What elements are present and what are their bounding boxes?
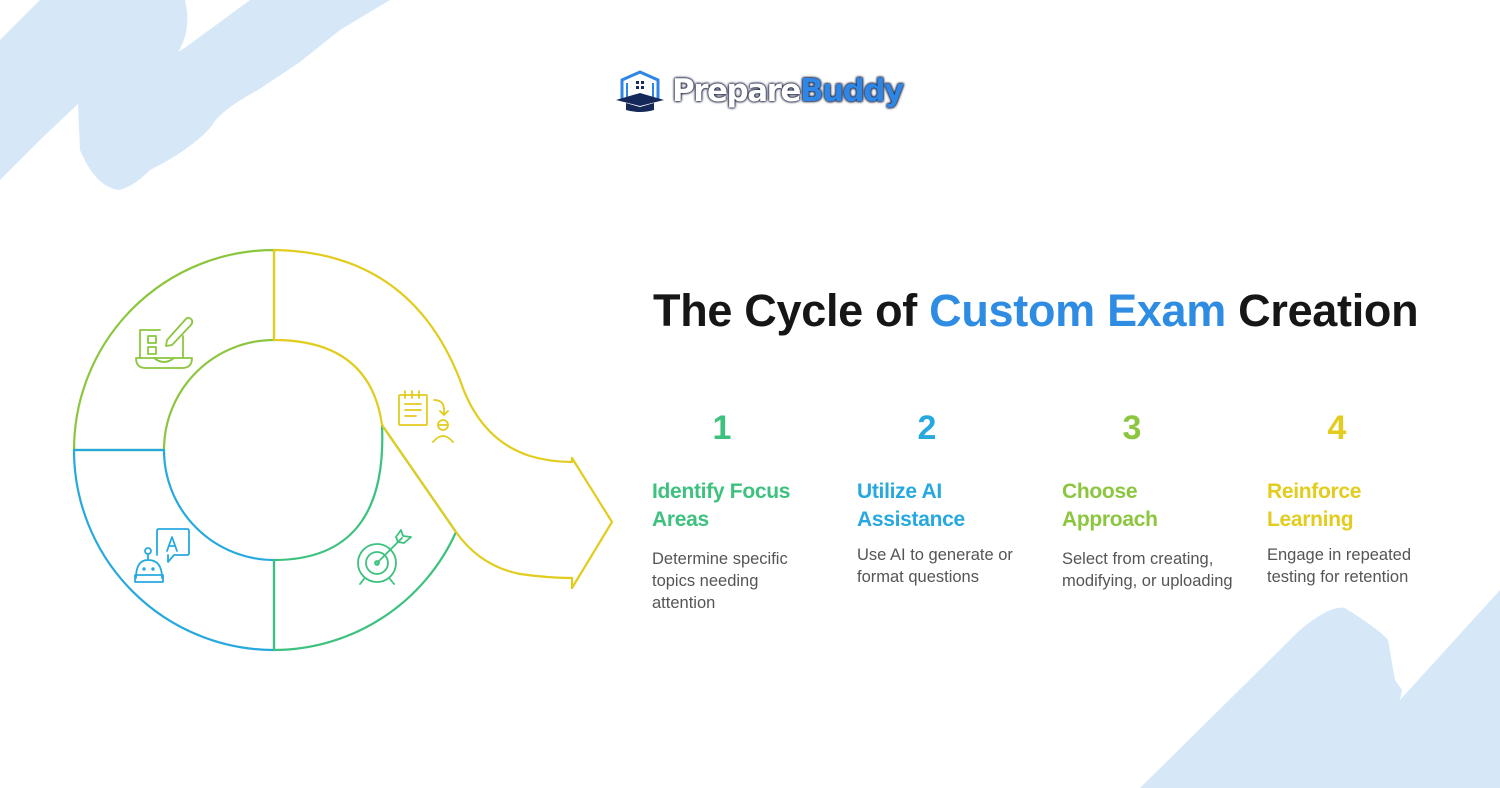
step-heading: Utilize AI Assistance [857,478,1037,534]
logo-text-buddy: Buddy [799,73,904,109]
step-reinforce-learning: 4 Reinforce Learning Engage in repeated … [1267,408,1447,588]
notepad-person-icon [398,390,454,443]
step-heading-line: Utilize AI [857,480,942,503]
step-number: 4 [1327,409,1347,447]
title-suffix: Creation [1225,285,1419,336]
title-highlight: Custom Exam [929,285,1226,336]
brush-stroke-top-left-streak [0,45,88,150]
building-graduation-cap-icon [616,70,664,112]
step-heading-line: Assistance [857,508,965,531]
step-heading-line: Choose [1062,480,1138,503]
step-heading: Identify Focus Areas [652,478,832,534]
brush-stroke-bottom-right [1140,590,1500,788]
step-number: 2 [917,409,937,447]
logo-text-prepare: Prepare [672,73,801,109]
step-number: 1 [712,409,732,447]
step-description: Determine specific topics needing attent… [652,550,788,612]
logo-wordmark: PrepareBuddy [672,73,904,109]
brand-logo: PrepareBuddy [614,68,904,114]
steps-list: 1 Identify Focus Areas Determine specifi… [652,408,1472,638]
segment-reinforce-learning-arrow [272,248,614,590]
step-choose-approach: 3 Choose Approach Select from creating, … [1062,408,1242,592]
step-heading: Reinforce Learning [1267,478,1447,534]
segment-choose-approach [72,248,276,452]
step-heading-line: Areas [652,508,709,531]
step-number: 3 [1122,409,1142,447]
step-description: Use AI to generate or format questions [857,546,1013,586]
title-prefix: The Cycle of [653,285,930,336]
brush-stroke-top-left [0,0,390,190]
step-description: Select from creating, modifying, or uplo… [1062,550,1233,590]
step-heading-line: Learning [1267,508,1354,531]
step-heading: Choose Approach [1062,478,1242,534]
target-arrow-icon [357,529,412,585]
step-utilize-ai: 2 Utilize AI Assistance Use AI to genera… [857,408,1037,588]
step-heading-line: Approach [1062,508,1158,531]
step-heading-line: Reinforce [1267,480,1362,503]
segment-utilize-ai [72,448,276,652]
laptop-edit-icon [135,316,194,369]
cycle-diagram [72,248,614,652]
step-description: Engage in repeated testing for retention [1267,546,1412,586]
brush-stroke-bottom-right-streak [1270,725,1320,770]
segment-identify-focus [272,423,458,652]
page-title: The Cycle of Custom Exam Creation [653,285,1419,337]
step-heading-line: Identify Focus [652,480,791,503]
robot-chat-icon [134,528,190,583]
step-identify-focus: 1 Identify Focus Areas Determine specifi… [652,408,832,614]
